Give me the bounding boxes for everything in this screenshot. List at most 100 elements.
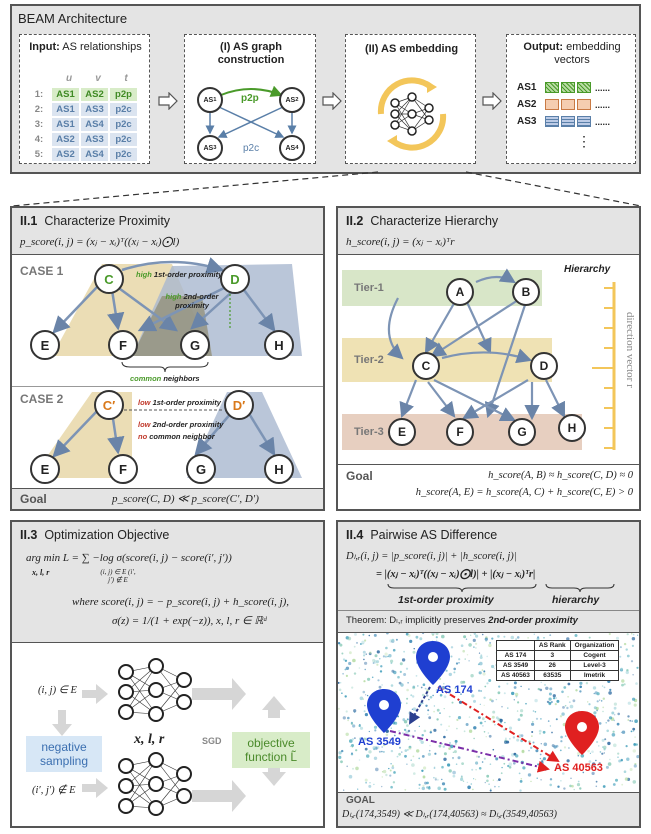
scatter-point (352, 767, 354, 770)
hierarchy-goal: Goal h_score(A, B) ≈ h_score(C, D) ≈ 0 h… (338, 465, 639, 509)
row-v: AS4 (81, 117, 108, 131)
scatter-point (412, 686, 416, 690)
scatter-point (412, 685, 416, 689)
scatter-point (525, 702, 527, 705)
scatter-point (462, 780, 465, 782)
scatter-point (392, 781, 396, 784)
tier3-label: Tier-3 (354, 426, 384, 438)
hierarchy-edges (387, 268, 565, 421)
where-line2: σ(z) = 1/(1 + exp(−z)), x, l, r ∈ ℝᵈ (112, 615, 267, 627)
scatter-point (608, 716, 613, 720)
scatter-point (381, 746, 384, 748)
scatter-point (626, 654, 630, 658)
scatter-point (381, 785, 383, 788)
scatter-point (551, 701, 553, 703)
scatter-point (384, 652, 388, 656)
scatter-point (515, 754, 519, 758)
scatter-point (384, 655, 387, 658)
scatter-point (411, 763, 415, 767)
scatter-point (501, 766, 503, 769)
scatter-point (403, 673, 407, 676)
scatter-point (456, 727, 458, 730)
scatter-point (566, 759, 570, 763)
node-f-h: F (446, 418, 474, 446)
scatter-point (420, 686, 423, 689)
scatter-point (484, 781, 486, 784)
scatter-point (456, 718, 459, 721)
input-title: Input: AS relationships (29, 41, 142, 53)
scatter-point (460, 777, 464, 781)
scatter-point (345, 732, 349, 736)
scatter-point (475, 755, 479, 758)
scatter-point (351, 738, 355, 741)
scatter-point (366, 694, 369, 697)
scatter-point (625, 648, 628, 651)
scatter-point (548, 692, 552, 696)
mini-graph (205, 85, 297, 138)
scatter-point (387, 655, 389, 658)
node-c: C (94, 264, 124, 294)
scatter-point (473, 726, 477, 730)
negative-sampling-box[interactable]: negative sampling (26, 736, 102, 772)
vector-cell (545, 99, 559, 110)
pin-as174-label: AS 174 (436, 684, 473, 696)
scatter-point (421, 786, 425, 791)
scatter-point (517, 718, 521, 721)
scatter-point (608, 691, 612, 695)
scatter-point (461, 762, 464, 765)
scatter-point (358, 667, 361, 669)
scatter-point (393, 770, 396, 774)
scatter-point (342, 658, 346, 661)
scatter-point (540, 779, 542, 781)
scatter-point (619, 655, 622, 658)
scatter-point (520, 685, 522, 688)
scatter-point (612, 783, 616, 786)
scatter-point (401, 732, 404, 735)
hierarchy-formula: h_score(i, j) = (xⱼ − xᵢ)ᵀr (346, 236, 455, 248)
output-vectors: AS1......AS2......AS3...... (517, 79, 610, 130)
scatter-point (500, 721, 502, 724)
scatter-point (409, 734, 412, 737)
scatter-point (574, 634, 578, 637)
table-cell: Imetrik (569, 670, 620, 681)
hierarchy-ruler (592, 282, 616, 450)
goal-formula: p_score(C, D) ≪ p_score(C′, D′) (112, 493, 259, 505)
scatter-point (603, 752, 605, 754)
scatter-point (418, 725, 420, 727)
scatter-point (343, 789, 345, 791)
scatter-point (443, 708, 445, 710)
scatter-point (620, 759, 623, 762)
scatter-point (475, 642, 478, 645)
scatter-point (555, 697, 557, 699)
objective-box[interactable]: objective function L̃ (232, 732, 310, 768)
scatter-point (571, 784, 574, 788)
scatter-point (588, 636, 591, 639)
scatter-point (483, 704, 485, 706)
scatter-point (374, 729, 377, 732)
scatter-point (634, 719, 638, 723)
scatter-point (503, 635, 506, 638)
scatter-point (429, 744, 431, 747)
hierarchy-label: hierarchy (552, 594, 600, 606)
scatter-point (408, 746, 412, 750)
node-c-h: C (412, 352, 440, 380)
scatter-point (393, 771, 396, 774)
scatter-point (531, 722, 535, 726)
scatter-point (471, 768, 474, 771)
scatter-point (480, 654, 483, 657)
scatter-point (405, 702, 408, 705)
scatter-point (484, 720, 486, 723)
scatter-point (631, 720, 633, 722)
scatter-point (402, 718, 406, 721)
scatter-point (339, 643, 343, 647)
node-f: F (108, 330, 138, 360)
scatter-point (426, 694, 429, 697)
scatter-point (492, 710, 496, 714)
pairwise-goal: GOAL Dₗ,ᵣ(174,3549) ≪ Dₗ,ᵣ(174,40563) ≈ … (338, 793, 639, 826)
scatter-point (506, 740, 510, 744)
scatter-point (632, 780, 637, 784)
scatter-point (403, 650, 405, 653)
output-as-label: AS3 (517, 116, 537, 127)
